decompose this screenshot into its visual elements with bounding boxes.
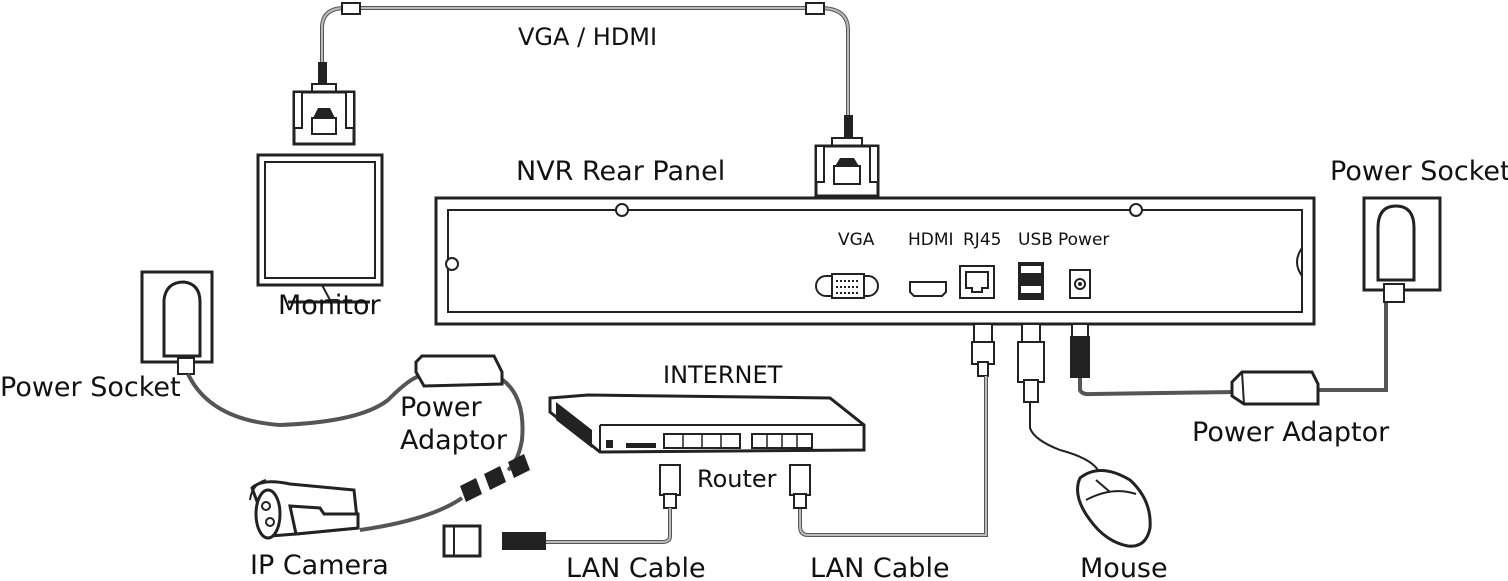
port-label-vga: VGA bbox=[838, 230, 875, 250]
hdmi-port-icon bbox=[909, 281, 947, 297]
power-adaptor-left-label-line1: Power bbox=[400, 392, 483, 423]
internet-label: INTERNET bbox=[663, 361, 783, 389]
power-socket-left-icon bbox=[140, 270, 214, 375]
lan-cable-nvr-to-router bbox=[798, 323, 995, 537]
router-label: Router bbox=[697, 465, 777, 493]
camera-connector-chain bbox=[359, 454, 530, 558]
power-port-icon bbox=[1069, 269, 1091, 299]
nvr-rear-panel bbox=[434, 196, 1316, 326]
port-label-rj45: RJ45 bbox=[963, 230, 1001, 250]
port-label-hdmi: HDMI bbox=[908, 230, 954, 250]
router-lan-plug-right bbox=[789, 464, 811, 509]
port-label-usb: USB bbox=[1018, 230, 1053, 250]
usb-cable-to-mouse bbox=[1017, 323, 1099, 471]
lan-cable-router-to-camera bbox=[502, 508, 672, 550]
nvr-vga-plug bbox=[814, 137, 880, 198]
usb-port-icon bbox=[1018, 262, 1044, 300]
power-adaptor-right-icon bbox=[1230, 370, 1320, 406]
power-socket-right-icon bbox=[1362, 196, 1442, 303]
monitor-vga-connector bbox=[292, 83, 356, 146]
rj45-port-icon bbox=[959, 265, 995, 299]
power-adaptor-left-icon bbox=[414, 354, 504, 388]
monitor-label: Monitor bbox=[278, 290, 382, 321]
power-adaptor-right-label: Power Adaptor bbox=[1192, 417, 1390, 448]
power-socket-right-label: Power Socket bbox=[1330, 156, 1508, 187]
power-socket-left-label: Power Socket bbox=[0, 372, 181, 403]
monitor-icon bbox=[256, 153, 384, 304]
vga-hdmi-cable bbox=[318, 2, 853, 141]
ip-camera-label: IP Camera bbox=[250, 550, 389, 581]
nvr-rear-panel-label: NVR Rear Panel bbox=[516, 156, 725, 187]
power-adaptor-left-label-line2: Adaptor bbox=[400, 425, 508, 456]
vga-port-icon bbox=[815, 273, 879, 299]
router-lan-plug-left bbox=[659, 464, 681, 509]
nvr-power-cable bbox=[1070, 290, 1388, 397]
port-label-power: Power bbox=[1058, 230, 1109, 250]
router-icon bbox=[548, 393, 866, 454]
ip-camera-icon bbox=[249, 479, 360, 540]
lan-cable-right-label: LAN Cable bbox=[810, 553, 950, 581]
mouse-label: Mouse bbox=[1080, 553, 1168, 581]
vga-hdmi-label: VGA / HDMI bbox=[518, 23, 657, 51]
mouse-icon bbox=[1076, 469, 1152, 548]
lan-cable-left-label: LAN Cable bbox=[566, 553, 706, 581]
